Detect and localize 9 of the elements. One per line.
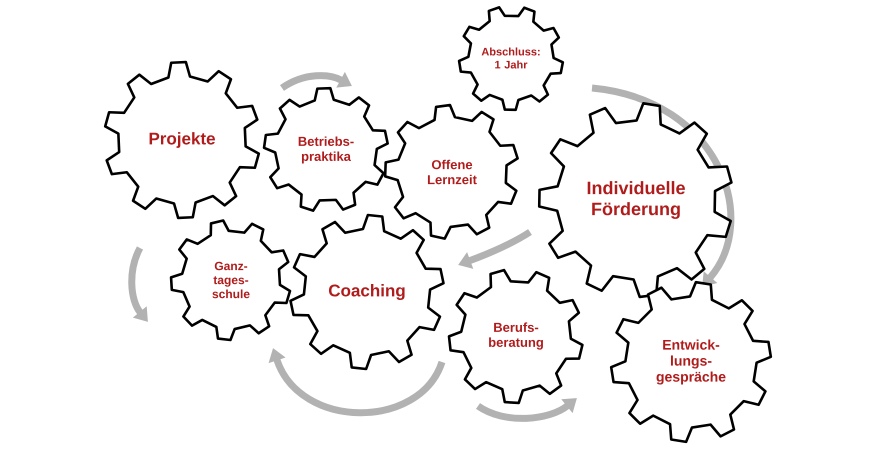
gear: Ganz- tages- schule	[170, 219, 292, 342]
gear: Abschluss: 1 Jahr	[458, 6, 564, 112]
gear: Berufs- beratung	[448, 268, 584, 404]
gear: Betriebs- praktika	[262, 86, 389, 212]
gear: Individuelle Förderung	[538, 102, 733, 298]
gear: Entwick- lungs- gespräche	[610, 280, 772, 444]
gear: Projekte	[104, 60, 260, 220]
gear: Coaching	[289, 214, 445, 370]
gear: Offene Lernzeit	[384, 104, 519, 240]
